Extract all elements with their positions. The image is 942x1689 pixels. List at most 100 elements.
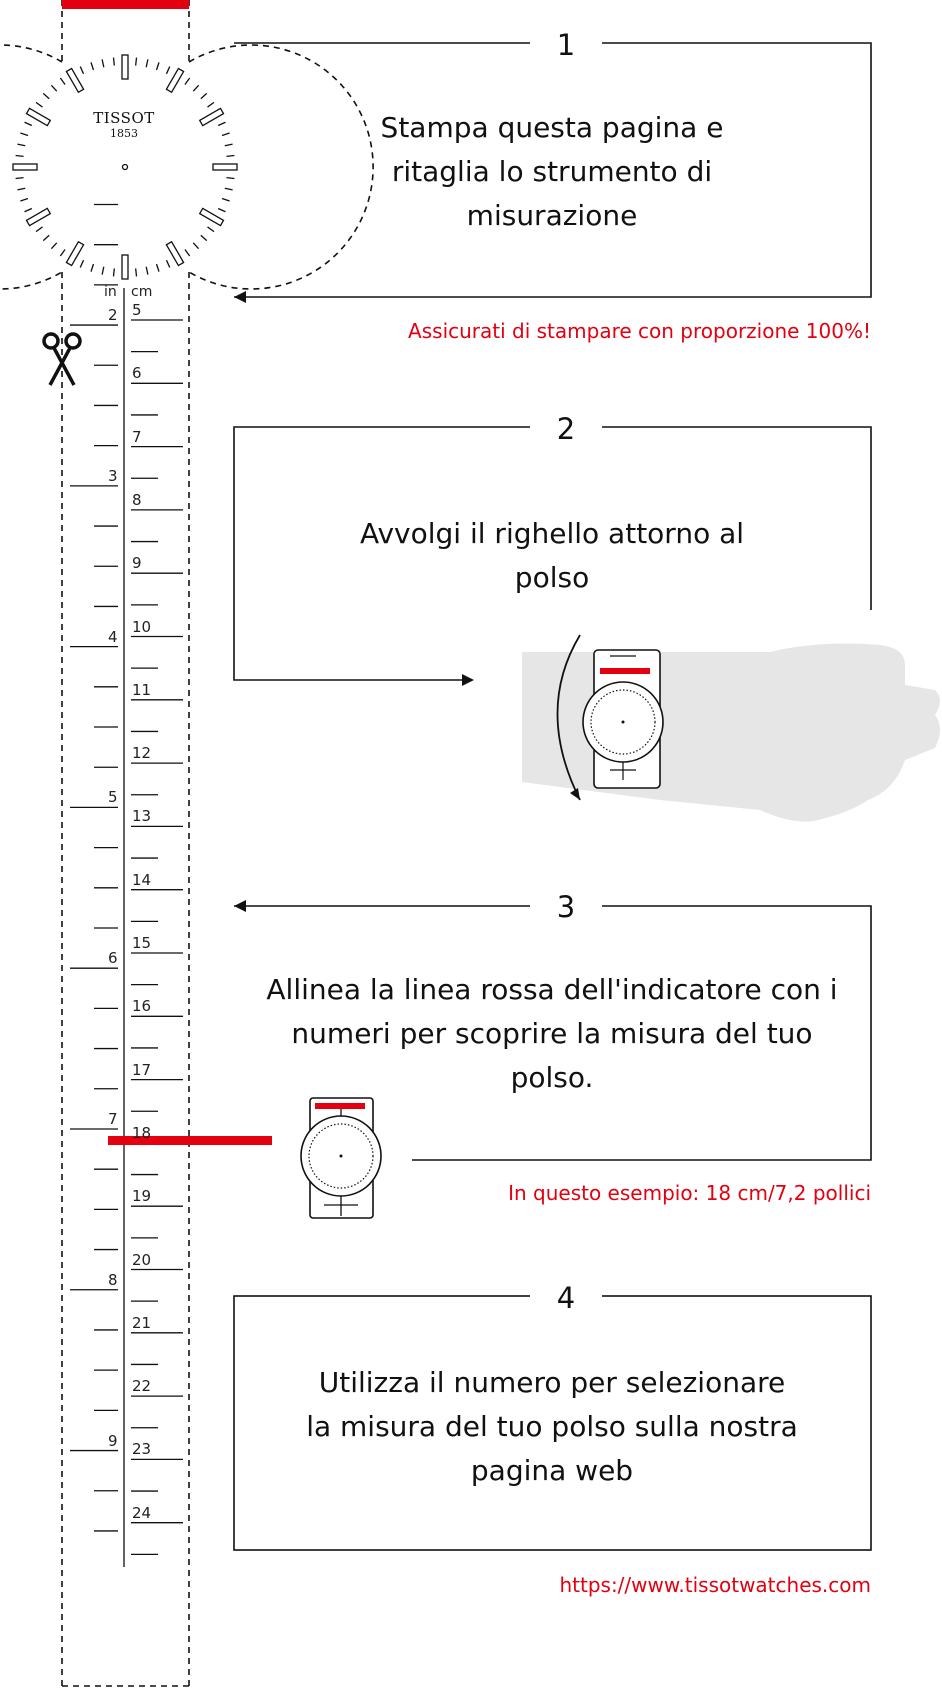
dial-minute-tick [42, 92, 50, 100]
dial-minute-tick [42, 234, 50, 242]
dial-minute-tick [112, 268, 115, 277]
dial-hour-marker [198, 207, 225, 227]
dial-minute-tick [184, 77, 191, 85]
inch-number: 9 [108, 1431, 118, 1450]
wrist-icon [522, 634, 940, 822]
dial-hour-marker [198, 107, 225, 127]
dial-minute-tick [224, 143, 233, 147]
dial-hour-marker [212, 163, 238, 171]
dial-hour-marker [12, 163, 38, 171]
dial-minute-tick [79, 259, 85, 268]
inch-number: 3 [108, 466, 118, 485]
cm-number: 20 [132, 1250, 152, 1269]
red-indicator-line [108, 1136, 272, 1145]
brand-logo: TISSOT 1853 [74, 110, 174, 142]
dial-minute-tick [165, 66, 171, 75]
dial-minute-tick [192, 242, 200, 250]
inch-number: 5 [108, 788, 118, 807]
print-warning: Assicurati di stampare con proporzione 1… [408, 319, 871, 343]
dial-minute-tick [200, 234, 208, 242]
dial-minute-tick [135, 268, 138, 277]
dial-minute-tick [217, 207, 226, 213]
inch-column-label: in [104, 284, 117, 300]
dial-minute-tick [24, 207, 33, 213]
cm-number: 19 [132, 1187, 152, 1206]
dial-minute-tick [155, 62, 160, 71]
dial-minute-tick [221, 132, 230, 137]
dial-hour-marker [25, 207, 52, 227]
dial-minute-tick [226, 177, 235, 180]
cm-column-label: cm [131, 284, 153, 300]
cm-number: 7 [132, 427, 142, 446]
dial-minute-tick [59, 77, 66, 85]
dial-minute-tick [112, 57, 115, 66]
dial-hour-marker [25, 107, 52, 127]
dial-minute-tick [184, 249, 191, 257]
dial-minute-tick [20, 132, 29, 137]
dial-hour-marker [121, 254, 129, 280]
dial-minute-tick [145, 59, 149, 68]
dial-minute-tick [217, 121, 226, 127]
step-2-text: Avvolgi il righello attorno al polso [359, 517, 745, 594]
inch-number: 2 [108, 306, 118, 325]
arrow-icon [234, 900, 246, 912]
cm-number: 16 [132, 997, 152, 1016]
dial-minute-tick [50, 242, 58, 250]
dial-minute-tick [145, 266, 149, 275]
dial-hour-marker [65, 240, 85, 267]
cm-number: 15 [132, 934, 152, 952]
dial-hour-marker [165, 240, 185, 267]
dial-center [121, 163, 129, 171]
cm-number: 8 [132, 490, 142, 509]
dial-minute-tick [59, 249, 66, 257]
dial-minute-tick [17, 187, 26, 191]
dial-minute-tick [135, 57, 138, 66]
ruler-cutout-outline [0, 0, 374, 1687]
inch-number: 6 [108, 949, 118, 968]
inch-number: 8 [108, 1270, 118, 1289]
dial-minute-tick [24, 121, 33, 127]
dial-minute-tick [79, 66, 85, 75]
cm-number: 23 [132, 1440, 152, 1459]
step-2-frame [233, 426, 872, 681]
cm-number: 18 [132, 1123, 152, 1142]
step-4-number: 4 [530, 1281, 602, 1315]
inch-number: 7 [108, 1109, 118, 1128]
step-1-text: Stampa questa pagina e ritaglia lo strum… [380, 111, 724, 232]
cm-number: 9 [132, 554, 142, 573]
dial-minute-tick [207, 226, 215, 233]
cm-number: 21 [132, 1313, 152, 1332]
watch-dial-icon [12, 54, 238, 280]
dial-minute-tick [200, 92, 208, 100]
step-4-text: Utilizza il numero per selezionare la mi… [306, 1366, 798, 1487]
dial-minute-tick [90, 62, 95, 71]
cm-number: 14 [132, 870, 152, 889]
cm-number: 13 [132, 807, 152, 826]
dial-minute-tick [192, 84, 200, 92]
cm-number: 6 [132, 364, 142, 383]
dial-hour-marker [65, 67, 85, 94]
step-1-number: 1 [530, 28, 602, 62]
step-3-number: 3 [530, 890, 602, 924]
example-note: In questo esempio: 18 cm/7,2 pollici [508, 1181, 871, 1205]
dial-minute-tick [221, 197, 230, 202]
dial-minute-tick [226, 154, 235, 157]
dial-minute-tick [50, 84, 58, 92]
dial-hour-marker [165, 67, 185, 94]
dial-minute-tick [35, 226, 43, 233]
step-3-text: Allinea la linea rossa dell'indicatore c… [266, 973, 838, 1094]
step-2-number: 2 [530, 412, 602, 446]
dial-minute-tick [101, 59, 105, 68]
dial-minute-tick [20, 197, 29, 202]
brand-year: 1853 [110, 127, 138, 140]
ruler-scale [70, 203, 183, 1567]
dial-minute-tick [15, 154, 24, 157]
dial-minute-tick [165, 259, 171, 268]
dial-hour-marker [121, 54, 129, 80]
scissors-icon [42, 332, 82, 386]
dial-minute-tick [35, 101, 43, 108]
arrow-icon [234, 291, 246, 303]
inch-number: 4 [108, 627, 118, 646]
website-url[interactable]: https://www.tissotwatches.com [559, 1573, 871, 1597]
cm-number: 10 [132, 617, 152, 636]
